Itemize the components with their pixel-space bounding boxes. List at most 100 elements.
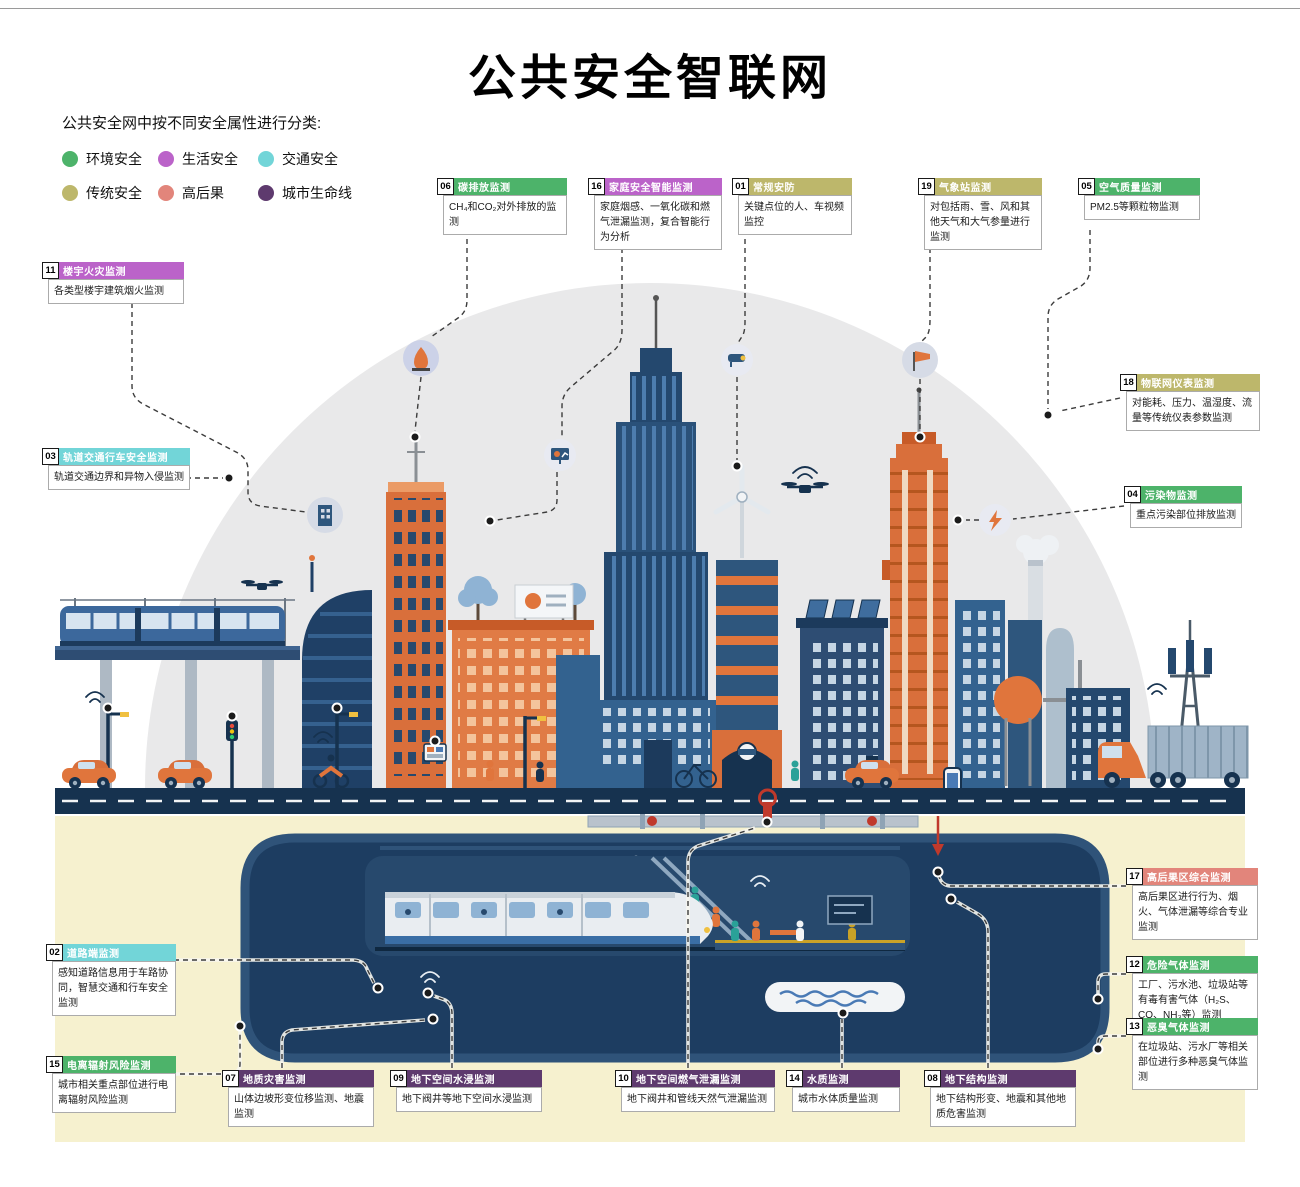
callout-title: 地下结构监测	[941, 1070, 1076, 1087]
callout-number: 14	[786, 1070, 803, 1087]
icon-badges	[241, 340, 1011, 590]
info-board	[827, 895, 873, 925]
callout-title: 碳排放监测	[454, 178, 567, 195]
subway-platform	[715, 895, 905, 950]
road	[55, 788, 1245, 814]
callout-number: 17	[1126, 868, 1143, 885]
central-skyscraper	[596, 295, 716, 788]
blue-slim-building	[955, 600, 1005, 788]
callout-title: 轨道交通行车安全监测	[59, 448, 190, 465]
callout-number: 03	[42, 448, 59, 465]
callout-title: 楼宇火灾监测	[59, 262, 184, 279]
wifi-icon	[750, 875, 770, 887]
legend-label: 环境安全	[86, 151, 142, 167]
callout-number: 08	[924, 1070, 941, 1087]
callout-title: 道路端监测	[63, 944, 176, 961]
legend-item-life: 生活安全	[158, 149, 258, 169]
home-monitor-icon	[544, 439, 576, 471]
rooftop-billboard	[514, 584, 574, 628]
skyline	[302, 295, 1249, 788]
callout-number: 04	[1124, 486, 1141, 503]
building-icon	[307, 497, 343, 533]
building-screen	[423, 743, 447, 762]
elevated-monorail	[55, 598, 300, 788]
legend-label: 传统安全	[86, 185, 142, 201]
callout-title: 气象站监测	[935, 178, 1042, 195]
pedestrian	[791, 760, 799, 781]
carbon-emission-icon	[403, 340, 439, 376]
callout-description: 家庭烟感、一氧化碳和燃气泄漏监测，复合智能行为分析	[594, 195, 722, 250]
connector-lines	[114, 230, 1126, 1076]
callout-description: 感知道路信息用于车路协同，智慧交通和行车安全监测	[52, 961, 176, 1016]
callout-description: 重点污染部位排放监测	[1130, 503, 1242, 528]
callout-number: 06	[437, 178, 454, 195]
cctv-camera-icon	[721, 344, 753, 376]
callout-title: 危险气体监测	[1143, 956, 1258, 973]
callout-title: 地下空间燃气泄漏监测	[632, 1070, 775, 1087]
motorcycle	[312, 754, 350, 789]
callout-title: 电离辐射风险监测	[63, 1056, 176, 1073]
callout-number: 02	[46, 944, 63, 961]
callout-number: 11	[42, 262, 59, 279]
pedestrian	[486, 760, 494, 781]
callout-title: 恶臭气体监测	[1143, 1018, 1258, 1035]
callout-title: 污染物监测	[1141, 486, 1242, 503]
callout-description: 地下结构形变、地震和其他地质危害监测	[930, 1087, 1076, 1127]
wifi-icon	[1147, 683, 1167, 695]
callout-description: 轨道交通边界和异物入侵监测	[48, 465, 190, 490]
callout-number: 13	[1126, 1018, 1143, 1035]
taxi	[845, 756, 899, 789]
callout-description: 地下阀井和管线天然气泄漏监测	[621, 1087, 775, 1112]
wind-turbine	[713, 464, 771, 558]
callout-description: 城市相关重点部位进行电离辐射风险监测	[52, 1073, 176, 1113]
street-light	[523, 716, 546, 788]
wifi-icon	[420, 971, 440, 983]
legend: 公共安全网中按不同安全属性进行分类: 环境安全 生活安全 交通安全 传统安全 高…	[62, 112, 352, 203]
legend-label: 城市生命线	[282, 185, 352, 201]
callout-description: 地下阀井等地下空间水浸监测	[396, 1087, 542, 1112]
legend-label: 生活安全	[182, 151, 238, 167]
legend-label: 交通安全	[282, 151, 338, 167]
legend-color-dot	[158, 185, 174, 201]
drone-icon	[241, 580, 283, 590]
callout-description: 对能耗、压力、温湿度、流量等传统仪表参数监测	[1126, 391, 1260, 431]
traffic-light	[226, 720, 238, 788]
callout-number: 19	[918, 178, 935, 195]
callout-description: 在垃圾站、污水厂等相关部位进行多种恶臭气体监测	[1132, 1035, 1258, 1090]
legend-grid: 环境安全 生活安全 交通安全 传统安全 高后果 城市生命线	[62, 149, 352, 203]
industrial-plant	[994, 535, 1082, 788]
underground-sensor	[932, 816, 944, 856]
callout-description: 城市水体质量监测	[792, 1087, 900, 1112]
callout-number: 01	[732, 178, 749, 195]
callout-title: 物联网仪表监测	[1137, 374, 1260, 391]
legend-color-dot	[258, 185, 274, 201]
top-divider	[0, 8, 1300, 9]
wifi-icon	[313, 731, 333, 743]
legend-color-dot	[62, 185, 78, 201]
pipeline-valve	[763, 802, 772, 818]
orange-tower-left	[386, 438, 446, 788]
legend-color-dot	[62, 151, 78, 167]
legend-item-city-lifeline: 城市生命线	[258, 183, 352, 203]
water-pool	[765, 982, 905, 1012]
callout-title: 地质灾害监测	[239, 1070, 374, 1087]
truck	[1098, 725, 1249, 788]
callout-title: 空气质量监测	[1095, 178, 1200, 195]
callout-number: 18	[1120, 374, 1137, 391]
page-title: 公共安全智联网	[467, 52, 832, 105]
callout-number: 09	[390, 1070, 407, 1087]
callout-description: 关键点位的人、车视频监控	[738, 195, 852, 235]
